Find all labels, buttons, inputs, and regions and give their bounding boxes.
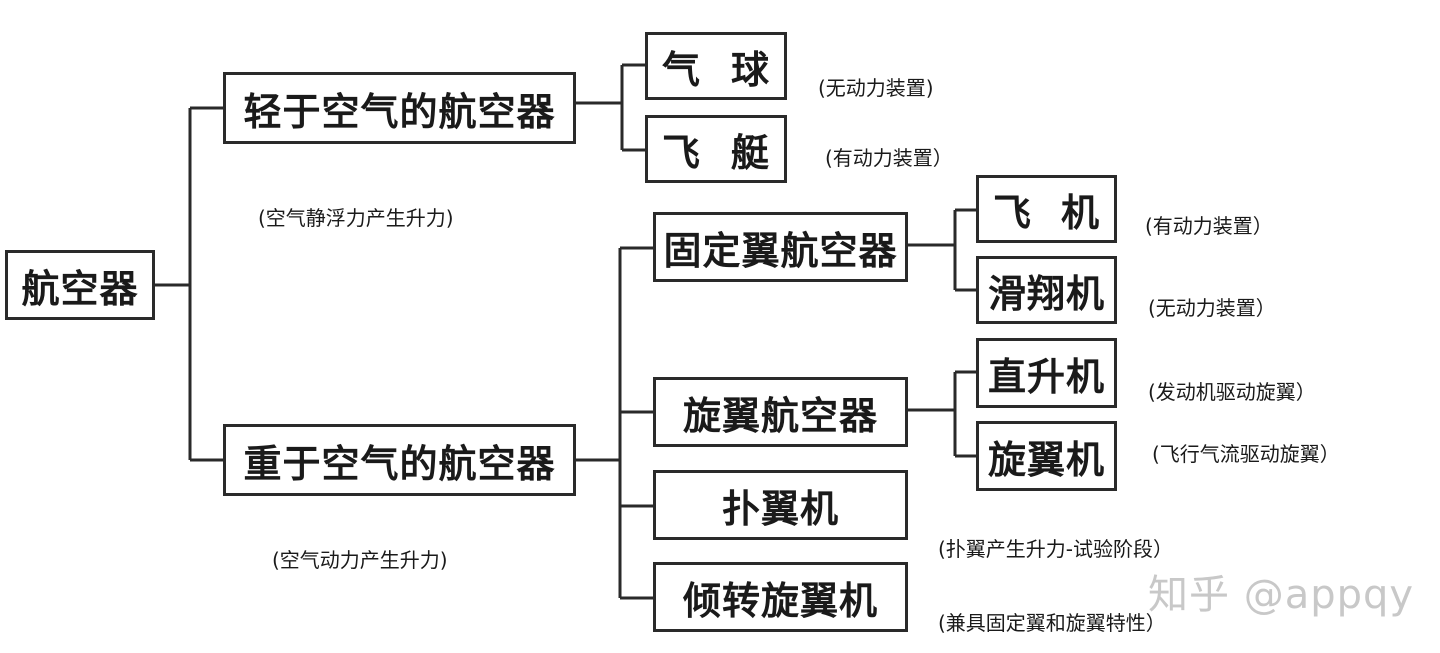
fixed-wing-node: 固定翼航空器	[653, 212, 908, 282]
airplane-char-1: 飞	[993, 190, 1033, 235]
lighter-than-air-label: 轻于空气的航空器	[243, 89, 556, 134]
airship-char-2: 艇	[730, 130, 770, 175]
glider-note: (无动力装置）	[1148, 296, 1276, 320]
watermark: 知乎 @appqy	[1148, 572, 1415, 618]
airplane-char-2: 机	[1060, 190, 1100, 235]
rotary-wing-node: 旋翼航空器	[653, 377, 908, 447]
airplane-node: 飞 机	[976, 175, 1117, 243]
helicopter-label: 直升机	[987, 354, 1105, 399]
ornithopter-node: 扑翼机	[653, 470, 908, 540]
ornithopter-note: (扑翼产生升力-试验阶段）	[938, 537, 1174, 561]
helicopter-node: 直升机	[976, 338, 1117, 408]
lighter-than-air-node: 轻于空气的航空器	[223, 72, 576, 144]
tiltrotor-label: 倾转旋翼机	[682, 578, 878, 623]
glider-node: 滑翔机	[976, 256, 1117, 324]
root-label: 航空器	[21, 266, 139, 311]
helicopter-note: (发动机驱动旋翼）	[1148, 380, 1316, 404]
tiltrotor-node: 倾转旋翼机	[653, 562, 908, 632]
airship-note: (有动力装置）	[825, 146, 953, 170]
heavier-than-air-node: 重于空气的航空器	[223, 424, 576, 496]
balloon-char-2: 球	[730, 47, 770, 92]
balloon-char-1: 气	[662, 47, 702, 92]
airship-char-1: 飞	[662, 130, 702, 175]
ornithopter-label: 扑翼机	[721, 486, 839, 531]
rotary-wing-label: 旋翼航空器	[682, 393, 878, 438]
heavier-than-air-label: 重于空气的航空器	[243, 441, 556, 486]
heavier-than-air-note: (空气动力产生升力)	[272, 548, 448, 572]
root-node: 航空器	[5, 250, 155, 320]
gyroplane-note: (飞行气流驱动旋翼）	[1152, 442, 1340, 466]
balloon-note: (无动力装置)	[818, 76, 934, 100]
airship-node: 飞 艇	[645, 115, 787, 183]
airplane-note: (有动力装置）	[1145, 214, 1273, 238]
gyroplane-label: 旋翼机	[987, 437, 1105, 482]
lighter-than-air-note: (空气静浮力产生升力)	[258, 206, 454, 230]
tiltrotor-note: (兼具固定翼和旋翼特性）	[938, 611, 1166, 635]
glider-label: 滑翔机	[987, 271, 1105, 316]
gyroplane-node: 旋翼机	[976, 421, 1117, 491]
fixed-wing-label: 固定翼航空器	[663, 228, 898, 273]
balloon-node: 气 球	[645, 32, 787, 100]
